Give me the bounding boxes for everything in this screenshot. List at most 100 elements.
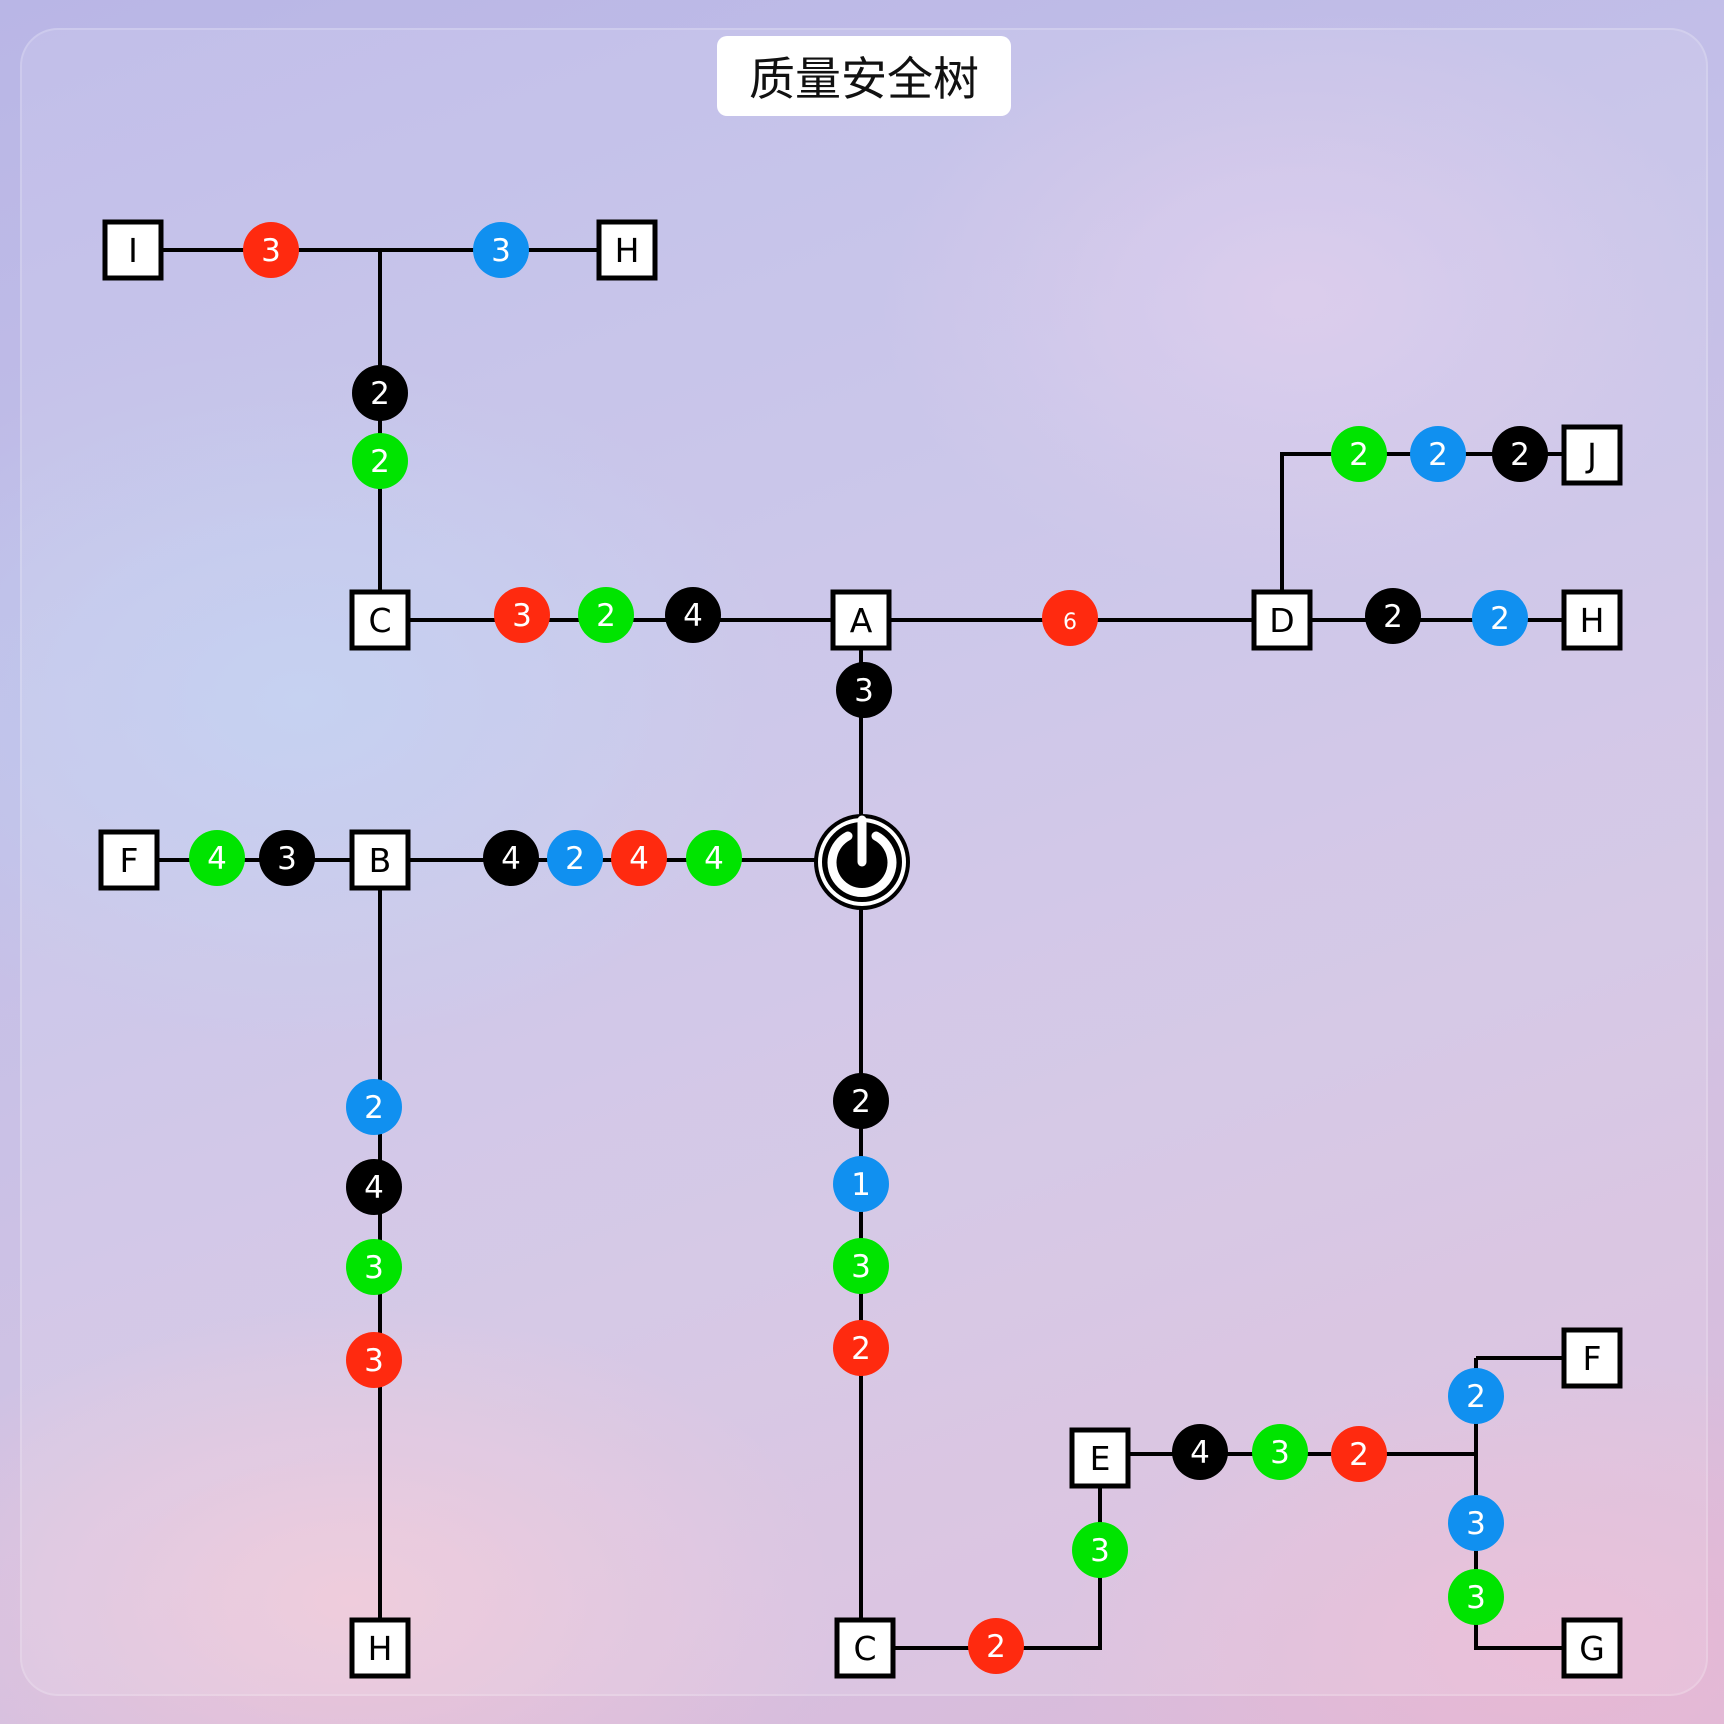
power-button-icon bbox=[827, 831, 897, 897]
node-box bbox=[1561, 424, 1623, 486]
bead-black[interactable]: 3 bbox=[259, 830, 315, 886]
bead-green[interactable]: 3 bbox=[1252, 1424, 1308, 1480]
bead-value: 2 bbox=[851, 1084, 871, 1120]
connection-line bbox=[1474, 1358, 1592, 1650]
bead-value: 2 bbox=[596, 598, 616, 634]
node-box bbox=[1251, 589, 1313, 651]
node-label: I bbox=[128, 231, 138, 270]
node-F[interactable]: F bbox=[98, 829, 160, 891]
bead-black[interactable]: 2 bbox=[833, 1073, 889, 1129]
bead-red[interactable]: 2 bbox=[1331, 1426, 1387, 1482]
node-box bbox=[1069, 1427, 1131, 1489]
bead-blue[interactable]: 1 bbox=[833, 1156, 889, 1212]
bead-green[interactable]: 3 bbox=[1448, 1569, 1504, 1625]
node-box bbox=[349, 829, 411, 891]
node-C[interactable]: C bbox=[834, 1617, 896, 1679]
bead-green[interactable]: 3 bbox=[833, 1238, 889, 1294]
bead-circle bbox=[346, 1332, 402, 1388]
bead-value: 4 bbox=[683, 598, 703, 634]
node-label: G bbox=[1579, 1629, 1605, 1668]
bead-value: 4 bbox=[501, 841, 521, 877]
node-box bbox=[830, 589, 892, 651]
bead-circle bbox=[352, 433, 408, 489]
bead-red[interactable]: 2 bbox=[968, 1618, 1024, 1674]
bead-red[interactable]: 3 bbox=[243, 222, 299, 278]
bead-value: 3 bbox=[1270, 1435, 1290, 1471]
bead-value: 6 bbox=[1063, 610, 1077, 635]
bead-value: 3 bbox=[491, 233, 511, 269]
bead-value: 2 bbox=[364, 1090, 384, 1126]
bead-green[interactable]: 4 bbox=[189, 830, 245, 886]
bead-green[interactable]: 4 bbox=[686, 830, 742, 886]
node-G[interactable]: G bbox=[1561, 1617, 1623, 1679]
bead-black[interactable]: 4 bbox=[665, 587, 721, 643]
bead-value: 2 bbox=[1490, 601, 1510, 637]
bead-black[interactable]: 4 bbox=[483, 830, 539, 886]
node-C[interactable]: C bbox=[349, 589, 411, 651]
bead-circle bbox=[346, 1239, 402, 1295]
bead-blue[interactable]: 2 bbox=[346, 1079, 402, 1135]
bead-value: 2 bbox=[370, 376, 390, 412]
bead-green[interactable]: 3 bbox=[1072, 1522, 1128, 1578]
bead-value: 3 bbox=[1466, 1580, 1486, 1616]
node-label: D bbox=[1269, 601, 1294, 640]
bead-green[interactable]: 3 bbox=[346, 1239, 402, 1295]
bead-circle bbox=[833, 1238, 889, 1294]
bead-red[interactable]: 2 bbox=[833, 1320, 889, 1376]
node-label: H bbox=[1580, 601, 1605, 640]
node-B[interactable]: B bbox=[349, 829, 411, 891]
bead-blue[interactable]: 2 bbox=[1410, 426, 1466, 482]
bead-value: 4 bbox=[1190, 1435, 1210, 1471]
bead-circle bbox=[1410, 426, 1466, 482]
bead-red[interactable]: 3 bbox=[494, 587, 550, 643]
bead-value: 3 bbox=[851, 1249, 871, 1285]
bead-circle bbox=[1252, 1424, 1308, 1480]
bead-circle bbox=[547, 830, 603, 886]
bead-value: 2 bbox=[565, 841, 585, 877]
bead-value: 3 bbox=[1090, 1533, 1110, 1569]
bead-blue[interactable]: 3 bbox=[473, 222, 529, 278]
bead-black[interactable]: 2 bbox=[1492, 426, 1548, 482]
bead-black[interactable]: 2 bbox=[352, 365, 408, 421]
node-I[interactable]: I bbox=[102, 219, 164, 281]
bead-circle bbox=[833, 1320, 889, 1376]
node-A[interactable]: A bbox=[830, 589, 892, 651]
bead-green[interactable]: 2 bbox=[352, 433, 408, 489]
bead-circle bbox=[833, 1156, 889, 1212]
node-layer: I H C A D J H F B H C E F G bbox=[98, 219, 1623, 1679]
bead-value: 3 bbox=[277, 841, 297, 877]
node-E[interactable]: E bbox=[1069, 1427, 1131, 1489]
bead-red[interactable]: 6 bbox=[1042, 590, 1098, 646]
node-H[interactable]: H bbox=[349, 1617, 411, 1679]
node-H[interactable]: H bbox=[596, 219, 658, 281]
node-F[interactable]: F bbox=[1561, 1327, 1623, 1389]
bead-blue[interactable]: 2 bbox=[1472, 590, 1528, 646]
connection-line bbox=[1280, 452, 1592, 620]
node-label: H bbox=[368, 1629, 393, 1668]
bead-green[interactable]: 2 bbox=[578, 587, 634, 643]
bead-circle bbox=[243, 222, 299, 278]
bead-black[interactable]: 2 bbox=[1365, 588, 1421, 644]
bead-circle bbox=[473, 222, 529, 278]
bead-value: 2 bbox=[1349, 1437, 1369, 1473]
bead-red[interactable]: 3 bbox=[346, 1332, 402, 1388]
bead-blue[interactable]: 2 bbox=[1448, 1368, 1504, 1424]
node-D[interactable]: D bbox=[1251, 589, 1313, 651]
bead-blue[interactable]: 2 bbox=[547, 830, 603, 886]
node-label: C bbox=[853, 1629, 876, 1668]
bead-value: 3 bbox=[1466, 1506, 1486, 1542]
bead-circle bbox=[346, 1159, 402, 1215]
bead-blue[interactable]: 3 bbox=[1448, 1495, 1504, 1551]
power-button[interactable] bbox=[814, 814, 910, 910]
bead-circle bbox=[611, 830, 667, 886]
bead-circle bbox=[1042, 590, 1098, 646]
node-J[interactable]: J bbox=[1561, 424, 1623, 486]
node-box bbox=[1561, 589, 1623, 651]
bead-value: 4 bbox=[364, 1170, 384, 1206]
bead-black[interactable]: 4 bbox=[346, 1159, 402, 1215]
bead-black[interactable]: 3 bbox=[836, 662, 892, 718]
bead-black[interactable]: 4 bbox=[1172, 1424, 1228, 1480]
bead-red[interactable]: 4 bbox=[611, 830, 667, 886]
node-H[interactable]: H bbox=[1561, 589, 1623, 651]
bead-green[interactable]: 2 bbox=[1331, 426, 1387, 482]
